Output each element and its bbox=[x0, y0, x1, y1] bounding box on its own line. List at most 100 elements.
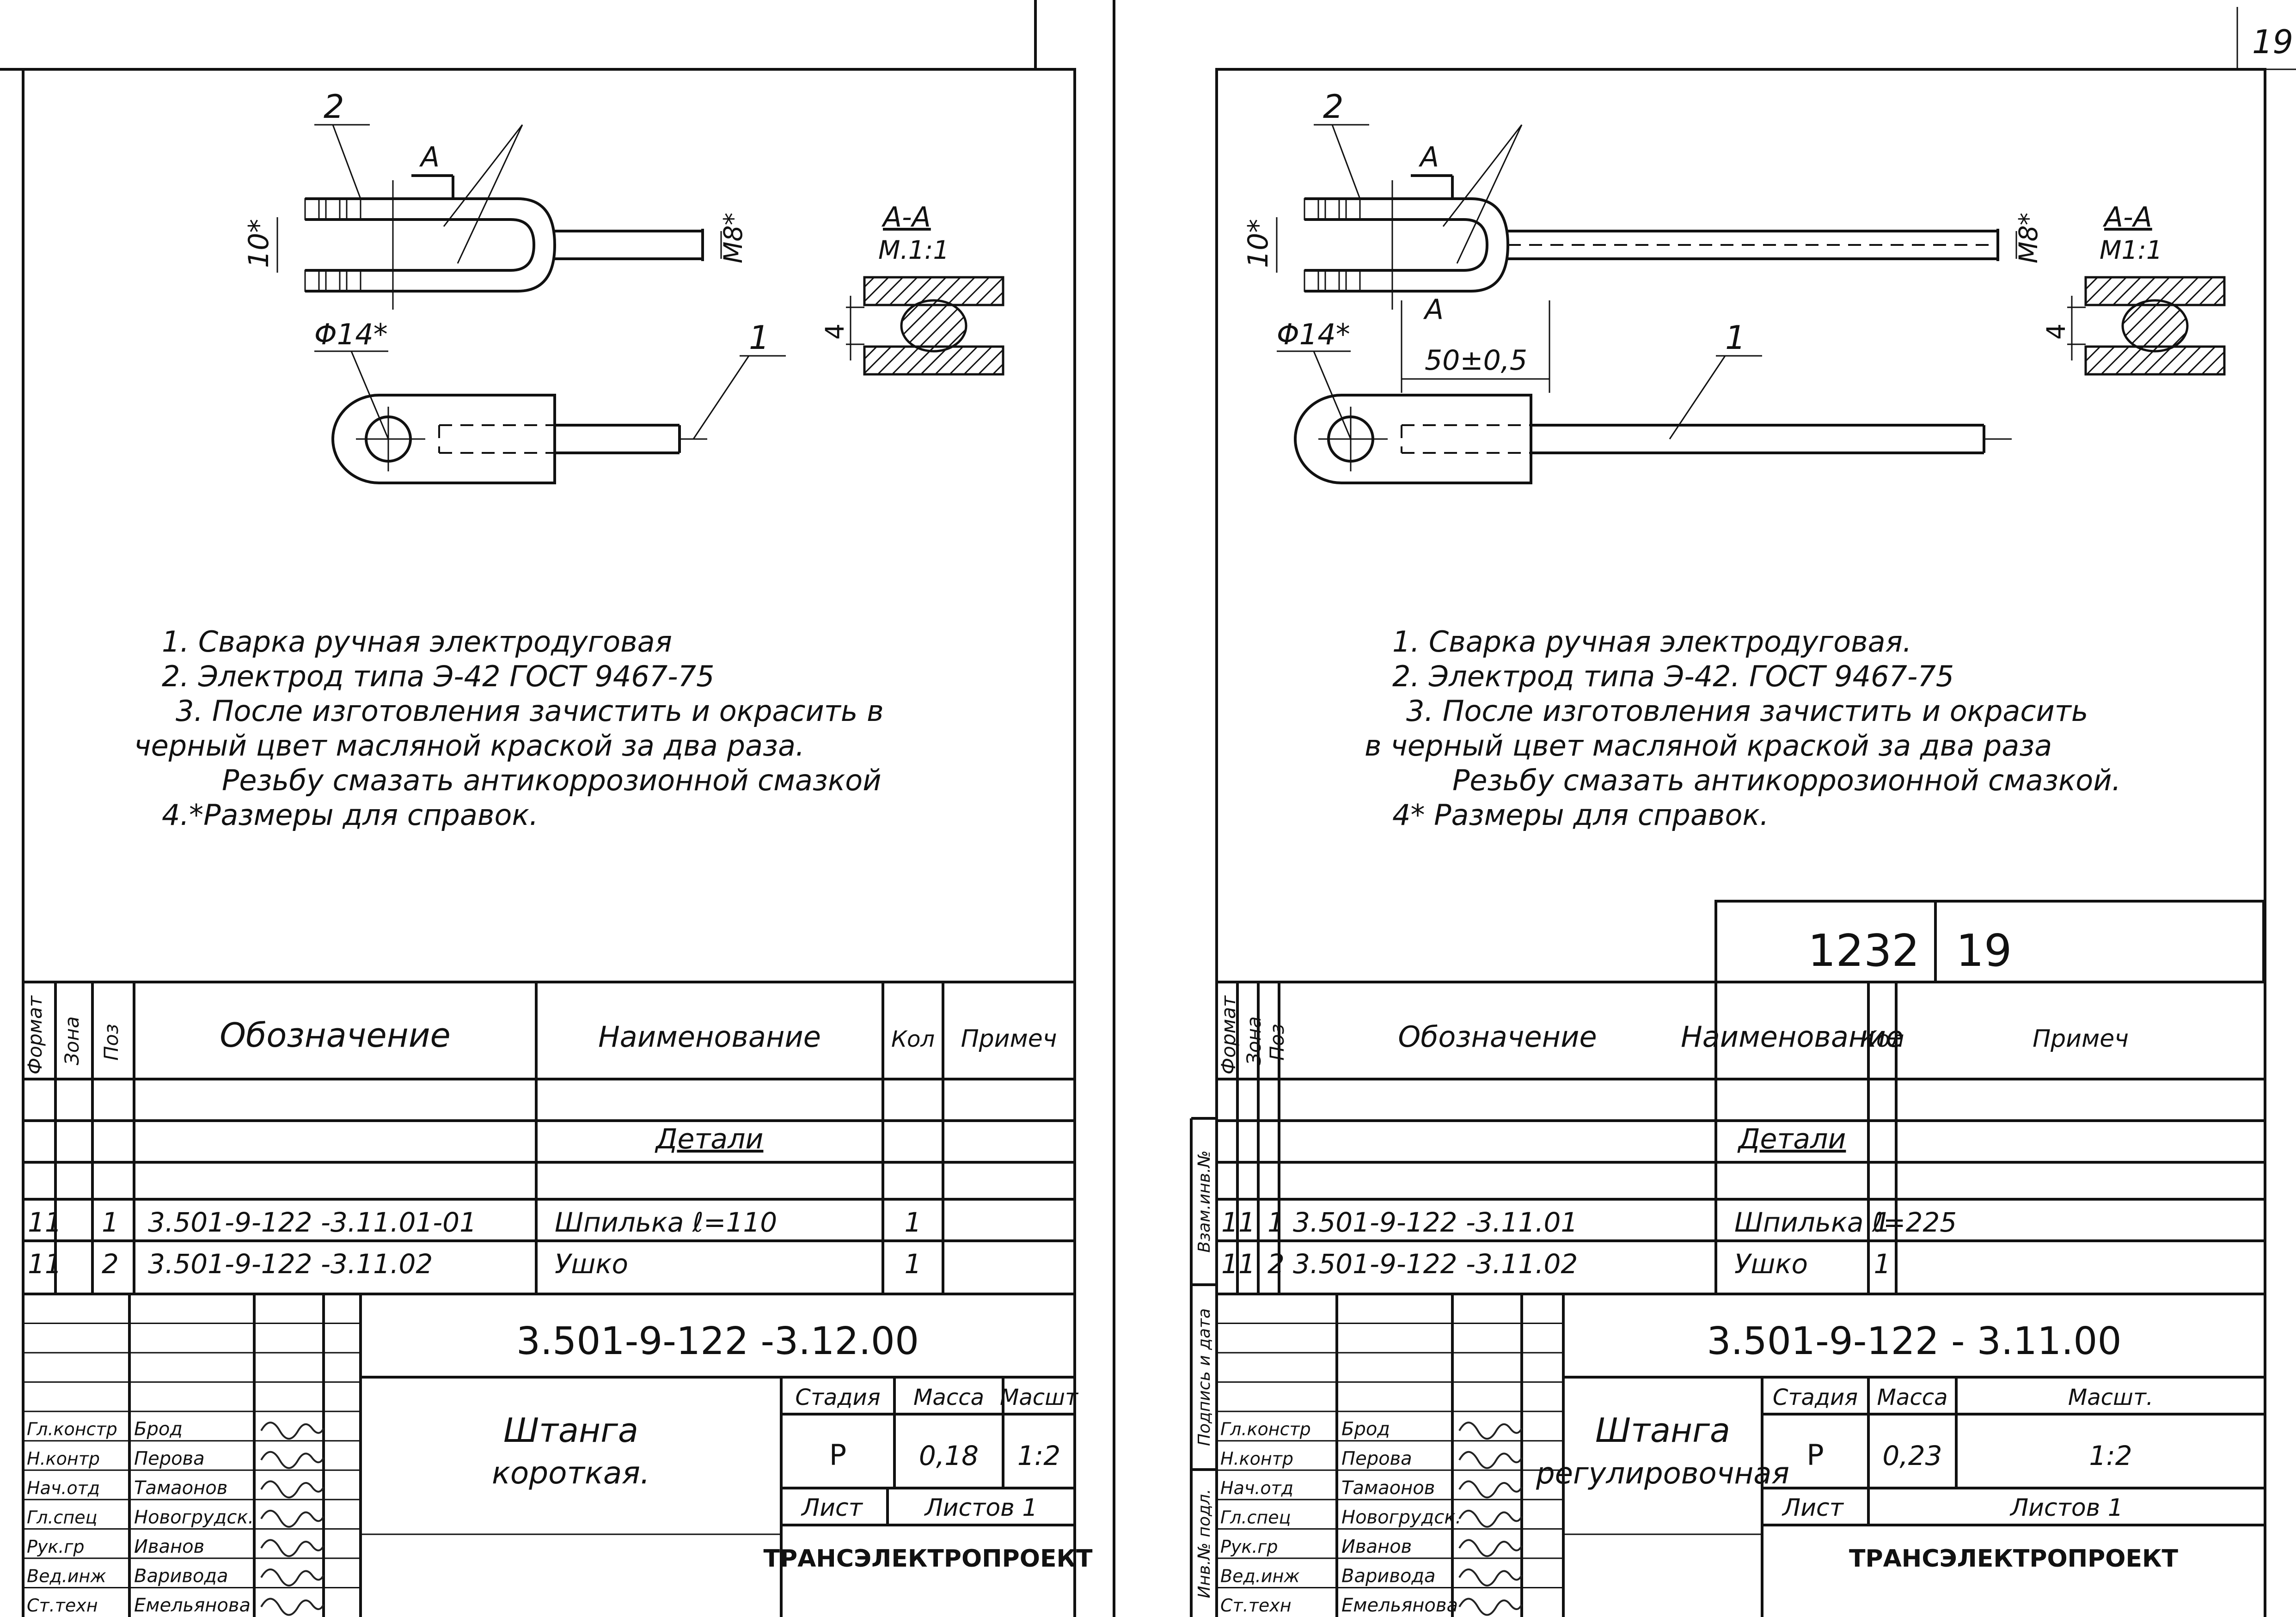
signature-2 bbox=[260, 1451, 325, 1469]
side-label-1: Взам.инв.№ bbox=[1195, 1150, 1214, 1253]
mass-label: Масса bbox=[913, 1385, 984, 1410]
note-line-2: 2. Электрод типа Э-42. ГОСТ 9467-75 bbox=[1392, 659, 1954, 693]
dim-width-10: 10* bbox=[1242, 219, 1274, 268]
row-qty: 1 bbox=[1874, 1207, 1891, 1238]
staff-role-6: Вед.инж bbox=[27, 1566, 106, 1586]
row-name: Ушко bbox=[555, 1248, 628, 1280]
signature-1 bbox=[260, 1422, 325, 1440]
signature-7 bbox=[260, 1598, 325, 1616]
staff-name-6: Варивода bbox=[134, 1565, 228, 1586]
col-zone: Зона bbox=[61, 1016, 83, 1065]
dim-hole-phi14: Φ14* bbox=[1277, 317, 1350, 351]
col-pos: Поз bbox=[100, 1024, 122, 1061]
drawing-code: 3.501-9-122 - 3.11.00 bbox=[1707, 1319, 2121, 1363]
row-designation: 3.501-9-122 -3.11.02 bbox=[148, 1248, 433, 1280]
staff-role-1: Гл.констр bbox=[27, 1419, 117, 1440]
signature-4 bbox=[1458, 1510, 1523, 1528]
side-label-2: Подпись и дата bbox=[1195, 1308, 1214, 1446]
note-line-6: 4.*Размеры для справок. bbox=[162, 798, 539, 832]
note-line-5: Резьбу смазать антикоррозионной смазкой bbox=[222, 763, 882, 797]
signature-3 bbox=[260, 1480, 325, 1499]
signature-7 bbox=[1458, 1598, 1523, 1616]
note-line-5: Резьбу смазать антикоррозионной смазкой. bbox=[1452, 763, 2121, 797]
fork-outline bbox=[1304, 197, 1510, 293]
dim-thickness-4: 4 bbox=[820, 323, 850, 340]
dim-length-50: 50±0,5 bbox=[1425, 344, 1527, 377]
signature-1 bbox=[1458, 1422, 1523, 1440]
col-zone: Зона bbox=[1243, 1016, 1265, 1065]
staff-role-4: Гл.спец bbox=[27, 1507, 98, 1527]
staff-name-6: Варивода bbox=[1341, 1565, 1436, 1586]
staff-role-2: Н.контр bbox=[27, 1448, 100, 1469]
staff-name-4: Новогрудск. bbox=[1341, 1507, 1461, 1528]
note-line-3: 3. После изготовления зачистить и окраси… bbox=[176, 694, 884, 728]
note-line-3: 3. После изготовления зачистить и окраси… bbox=[1406, 694, 2088, 728]
col-name: Наименование bbox=[598, 1020, 821, 1054]
col-format: Формат bbox=[24, 995, 46, 1074]
row-designation: 3.501-9-122 -3.11.02 bbox=[1293, 1248, 1578, 1280]
stage-label: Стадия bbox=[795, 1385, 880, 1410]
section-marker-a: A bbox=[1418, 141, 1439, 173]
staff-role-2: Н.контр bbox=[1220, 1448, 1293, 1469]
col-pos: Поз bbox=[1266, 1024, 1288, 1061]
dim-thread-m8: M8* bbox=[718, 213, 748, 263]
signature-4 bbox=[260, 1510, 325, 1528]
staff-name-3: Тамаонов bbox=[1341, 1477, 1435, 1499]
doc-code: 1232 bbox=[1808, 926, 1920, 976]
row-qty: 1 bbox=[905, 1207, 922, 1238]
section-details: Детали bbox=[655, 1123, 764, 1155]
staff-name-4: Новогрудск. bbox=[134, 1507, 254, 1528]
title-line-1: Штанга bbox=[1595, 1411, 1730, 1450]
title-line-2: короткая. bbox=[492, 1455, 650, 1491]
staff-role-3: Нач.отд bbox=[27, 1478, 100, 1498]
drawing-code: 3.501-9-122 -3.12.00 bbox=[516, 1319, 919, 1363]
stage-label: Стадия bbox=[1773, 1385, 1858, 1410]
dim-thickness-4: 4 bbox=[2041, 323, 2071, 340]
row-format: 11 bbox=[1221, 1207, 1255, 1238]
signature-2 bbox=[1458, 1451, 1523, 1469]
col-format: Формат bbox=[1217, 995, 1240, 1074]
staff-name-1: Брод bbox=[134, 1419, 183, 1440]
mass-label: Масса bbox=[1877, 1385, 1947, 1410]
scale-label: Масшт bbox=[1000, 1385, 1079, 1410]
row-format: 11 bbox=[28, 1248, 62, 1280]
dim-hole-phi14: Φ14* bbox=[314, 317, 388, 351]
section-scale: M.1:1 bbox=[878, 235, 949, 265]
row-qty: 1 bbox=[1874, 1248, 1891, 1280]
staff-role-7: Ст.техн bbox=[27, 1595, 98, 1616]
sheet-border bbox=[1215, 68, 2266, 1617]
section-marker-a-lower: A bbox=[1423, 293, 1444, 326]
staff-role-4: Гл.спец bbox=[1220, 1507, 1291, 1527]
staff-name-1: Брод bbox=[1341, 1419, 1390, 1440]
row-qty: 1 bbox=[905, 1248, 922, 1280]
title-line-2: регулировочная bbox=[1536, 1457, 1789, 1491]
staff-name-5: Иванов bbox=[1341, 1536, 1412, 1557]
col-note: Примеч bbox=[961, 1025, 1057, 1053]
staff-role-6: Вед.инж bbox=[1220, 1566, 1300, 1586]
staff-name-5: Иванов bbox=[134, 1536, 204, 1557]
side-label-3: Инв.№ подл. bbox=[1195, 1489, 1214, 1599]
stage-value: Р bbox=[1806, 1438, 1824, 1472]
scale-label: Масшт. bbox=[2068, 1385, 2153, 1410]
eye-plate bbox=[1294, 394, 1532, 484]
staff-name-3: Тамаонов bbox=[134, 1477, 227, 1499]
eye-plate bbox=[331, 394, 556, 484]
fork-inner bbox=[1304, 218, 1489, 272]
section-rod bbox=[2121, 299, 2189, 353]
row-name: Ушко bbox=[1734, 1248, 1808, 1280]
row-format: 11 bbox=[28, 1207, 62, 1238]
sheets-label: Листов 1 bbox=[2009, 1494, 2123, 1522]
sheets-label: Листов 1 bbox=[924, 1494, 1038, 1522]
col-designation: Обозначение bbox=[220, 1016, 451, 1055]
signature-5 bbox=[1458, 1539, 1523, 1557]
callout-1: 1 bbox=[749, 319, 770, 357]
staff-role-1: Гл.констр bbox=[1220, 1419, 1311, 1440]
note-line-2: 2. Электрод типа Э-42 ГОСТ 9467-75 bbox=[162, 659, 715, 693]
scale-value: 1:2 bbox=[2089, 1440, 2132, 1471]
stage-value: Р bbox=[829, 1438, 846, 1472]
row-pos: 1 bbox=[1267, 1207, 1285, 1238]
sheet-label: Лист bbox=[1782, 1494, 1844, 1522]
